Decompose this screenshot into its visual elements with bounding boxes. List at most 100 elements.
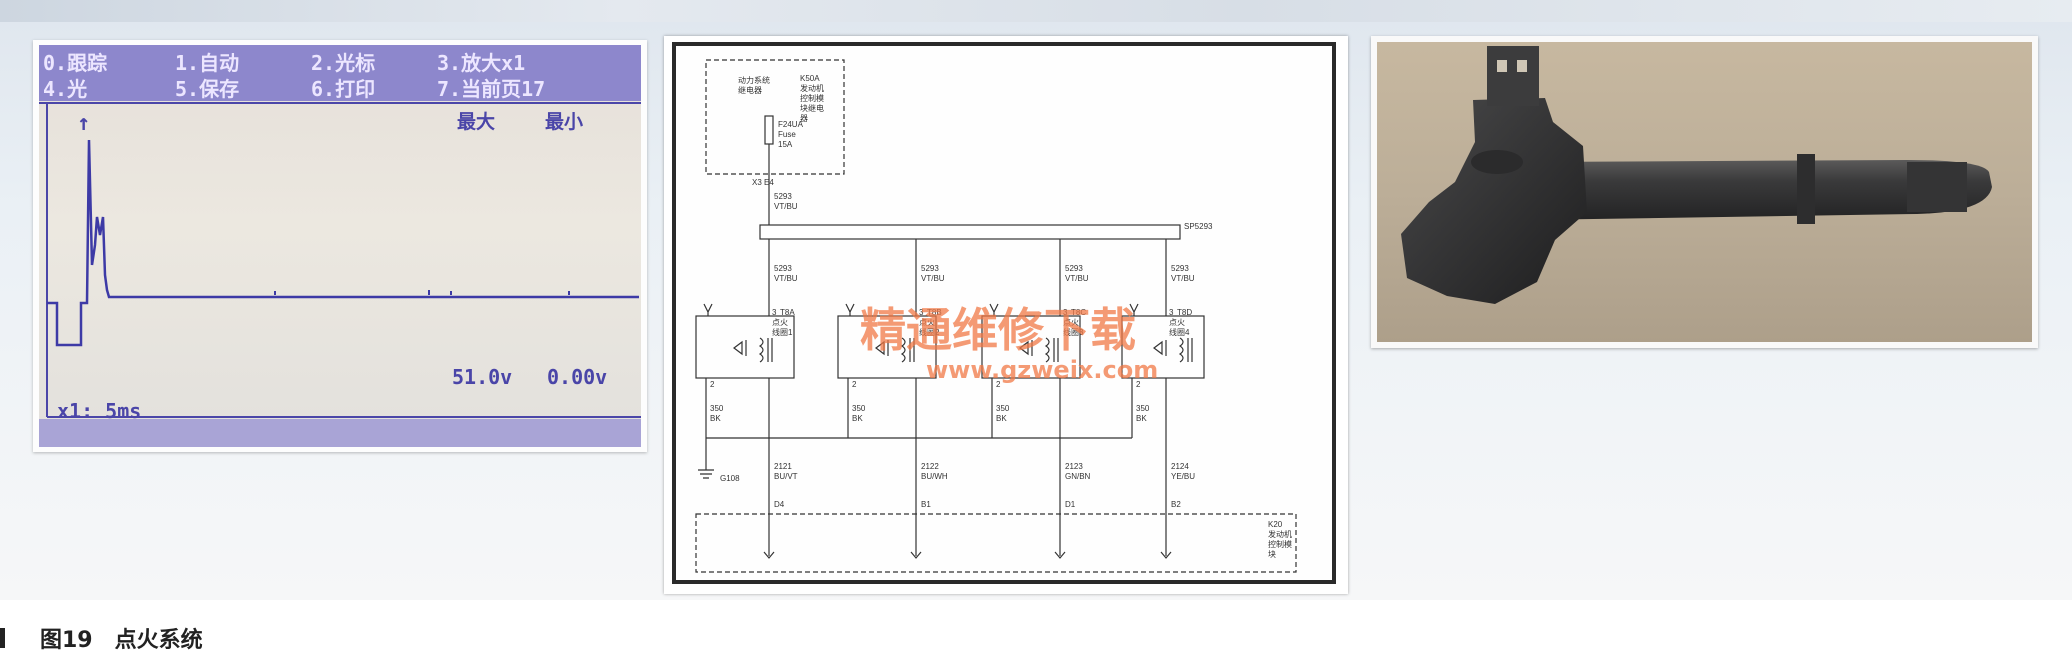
- ignition-circuit-diagram: 动力系统 继电器 K50A 发动机 控制模 块继电 器 F24UA Fuse 1…: [664, 36, 1348, 594]
- fuse-connector: X3 E4: [752, 178, 774, 187]
- power-relay-label-2: 继电器: [738, 86, 762, 95]
- scope-menu-item: 5.保存: [175, 77, 240, 101]
- scope-menu-item: 4.光: [43, 77, 88, 101]
- power-relay-id: K50A: [800, 74, 820, 83]
- coil-1-desc-1: 点火: [772, 318, 788, 327]
- coil-2-pin-bottom: 2: [852, 380, 857, 389]
- coil-4-ground-wire-color: BK: [1136, 414, 1147, 423]
- coil-box-4: [1121, 315, 1205, 379]
- coil-ring: [1797, 154, 1815, 224]
- coil-box-2: [837, 315, 937, 379]
- oscilloscope-photo: 0.跟踪 1.自动 2.光标 3.放大x1 4.光 5.保存 6.打印 7.当前…: [33, 40, 647, 452]
- coil-3-connector: T8C: [1071, 308, 1087, 317]
- connector-terminal: [1497, 60, 1507, 72]
- fuse-label-2: Fuse: [778, 130, 796, 139]
- ground-label: G108: [720, 474, 740, 483]
- diagram-frame: 动力系统 继电器 K50A 发动机 控制模 块继电 器 F24UA Fuse 1…: [672, 42, 1336, 584]
- coil-2-ground-wire-id: 350: [852, 404, 866, 413]
- signal-wire-4-pin: B2: [1171, 500, 1181, 509]
- scope-min-label: 最小: [545, 111, 584, 133]
- coil-4-ground-wire-id: 350: [1136, 404, 1150, 413]
- coil-4-pin-top: 3: [1169, 308, 1174, 317]
- scope-cursor-marker: ↑: [77, 111, 91, 136]
- ignition-coil-photo: [1371, 36, 2038, 348]
- branch-wire-color: VT/BU: [1171, 274, 1195, 283]
- ecm-box: [695, 513, 1297, 573]
- connector-terminal: [1517, 60, 1527, 72]
- coil-connector: [1487, 46, 1539, 106]
- coil-symbol-3: [1019, 337, 1059, 363]
- coil-3-pin-top: 3: [1063, 308, 1068, 317]
- coil-2-desc-2: 线圈2: [919, 328, 940, 337]
- branch-wire-color: VT/BU: [1065, 274, 1089, 283]
- coil-4-pin-bottom: 2: [1136, 380, 1141, 389]
- coil-symbol-2: [875, 337, 915, 363]
- coil-ground-mark-2: [845, 303, 855, 316]
- watermark-text: 精通维修下载: [860, 303, 1136, 357]
- power-relay-label-1: 动力系统: [738, 76, 770, 85]
- ecm-desc-1: 发动机: [1268, 530, 1292, 539]
- coil-symbol-4: [1153, 337, 1193, 363]
- scope-menu-item: 7.当前页17: [437, 77, 546, 101]
- ignition-coil-image: [1401, 46, 1992, 304]
- splice-bar: [759, 224, 1181, 240]
- coil-3-ground-wire-color: BK: [996, 414, 1007, 423]
- coil-box-1: [695, 315, 795, 379]
- splice-label: SP5293: [1184, 222, 1213, 231]
- fuse-symbol: [764, 115, 774, 145]
- coil-boot-end: [1907, 162, 1967, 212]
- fuse-label-1: F24UA: [778, 120, 803, 129]
- feed-wire-id: 5293: [774, 192, 792, 201]
- branch-wire-color: VT/BU: [921, 274, 945, 283]
- ecm-desc-2: 控制模: [1268, 540, 1292, 549]
- coil-3-pin-bottom: 2: [996, 380, 1001, 389]
- signal-wire-2-pin: B1: [921, 500, 931, 509]
- scope-menu-item: 6.打印: [311, 77, 376, 101]
- power-relay-box: [705, 59, 845, 175]
- oscilloscope-screen: 0.跟踪 1.自动 2.光标 3.放大x1 4.光 5.保存 6.打印 7.当前…: [39, 45, 641, 447]
- scope-menu-item: 0.跟踪: [43, 51, 108, 75]
- signal-wire-2-color: BU/WH: [921, 472, 948, 481]
- signal-wire-4-color: YE/BU: [1171, 472, 1196, 481]
- coil-box-3: [981, 315, 1081, 379]
- coil-ground-mark-4: [1129, 303, 1139, 316]
- scope-menu-item: 2.光标: [311, 51, 376, 75]
- signal-wire-2-id: 2122: [921, 462, 939, 471]
- watermark-url: www.gzweix.com: [926, 356, 1159, 384]
- coil-symbol-1: [733, 337, 773, 363]
- coil-4-desc-1: 点火: [1169, 318, 1185, 327]
- scope-status-bar: [39, 419, 641, 447]
- branch-wire-color: VT/BU: [774, 274, 798, 283]
- fuse-label-3: 15A: [778, 140, 793, 149]
- caption-marker: [0, 628, 5, 648]
- figure-title: 点火系统: [114, 628, 203, 653]
- signal-wire-1-pin: D4: [774, 500, 785, 509]
- scope-reading-max: 51.0v: [452, 365, 513, 389]
- branch-wire-id: 5293: [774, 264, 792, 273]
- coil-1-ground-wire-id: 350: [710, 404, 724, 413]
- photo-background: [1377, 42, 2032, 342]
- branch-wire-id: 5293: [921, 264, 939, 273]
- ground-symbol: [698, 469, 714, 479]
- signal-wire-1-id: 2121: [774, 462, 792, 471]
- coil-2-pin-top: 3: [919, 308, 924, 317]
- coil-1-ground-wire-color: BK: [710, 414, 721, 423]
- scope-reading-min: 0.00v: [547, 365, 608, 389]
- coil-4-connector: T8D: [1177, 308, 1193, 317]
- signal-wire-3-pin: D1: [1065, 500, 1076, 509]
- coil-head: [1401, 98, 1587, 304]
- coil-4-desc-2: 线圈4: [1169, 328, 1190, 337]
- coil-mount-tab: [1471, 150, 1523, 174]
- coil-ground-mark-1: [703, 303, 713, 316]
- coil-3-desc-1: 点火: [1063, 318, 1079, 327]
- coil-2-desc-1: 点火: [919, 318, 935, 327]
- signal-wire-3-id: 2123: [1065, 462, 1083, 471]
- coil-1-desc-2: 线圈1: [772, 328, 793, 337]
- branch-wire-id: 5293: [1171, 264, 1189, 273]
- ecm-desc-3: 块: [1268, 550, 1276, 559]
- scope-menu-bar: [39, 45, 641, 101]
- signal-wire-4-id: 2124: [1171, 462, 1189, 471]
- scope-menu-item: 1.自动: [175, 51, 240, 75]
- scope-waveform: [39, 102, 641, 418]
